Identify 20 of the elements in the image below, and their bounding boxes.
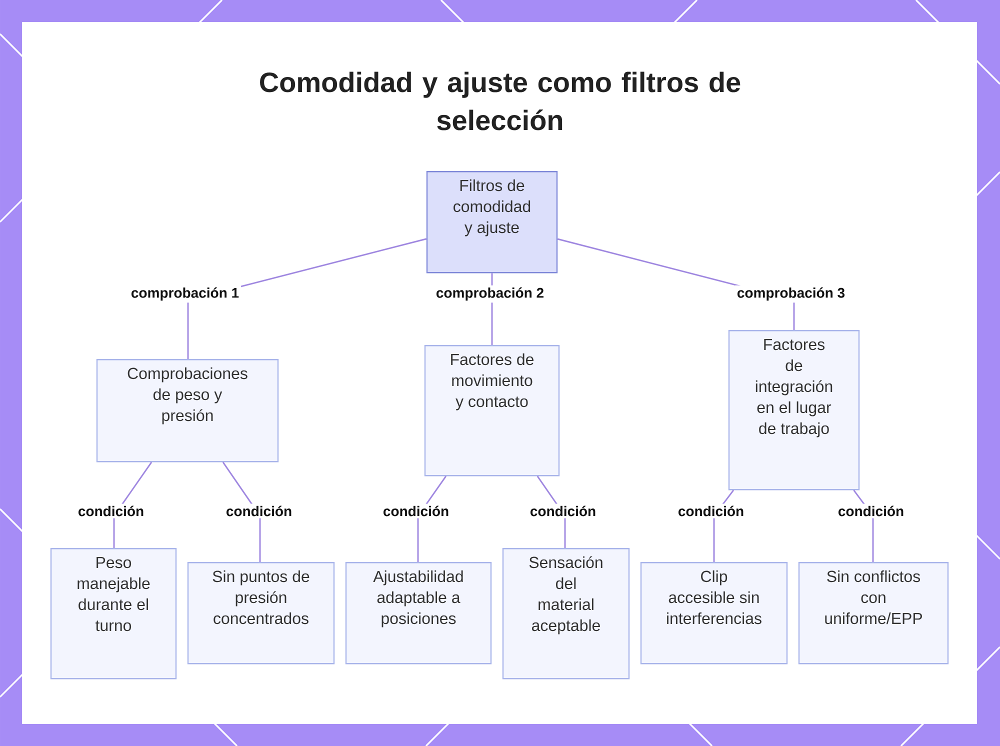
edge-label: condición	[224, 504, 294, 518]
leaf-box: Sin puntos de presión concentrados	[187, 562, 335, 664]
branch-box: Factores de integración en el lugar de trabajo	[728, 330, 860, 490]
edge-label: condición	[380, 504, 452, 518]
edge-label: condición	[836, 504, 906, 518]
edge-label: condición	[676, 504, 746, 518]
branch-box: Factores de movimiento y contacto	[424, 345, 560, 476]
root-box: Filtros de comodidad y ajuste	[426, 171, 558, 274]
leaf-box: Ajustabilidad adaptable a posiciones	[345, 562, 492, 664]
title: Comodidad y ajuste como filtros de selección	[260, 72, 740, 130]
leaf-box: Clip accesible sin interferencias	[640, 562, 788, 664]
leaf-box: Peso manejable durante el turno	[50, 548, 177, 680]
leaf-box: Sin conflictos con uniforme/EPP	[798, 562, 949, 664]
edge-label: comprobación 2	[434, 285, 546, 303]
edge-label: comprobación 1	[128, 285, 242, 303]
branch-box: Comprobaciones de peso y presión	[96, 359, 279, 462]
edge-label: comprobación 3	[734, 285, 848, 303]
leaf-box: Sensación del material aceptable	[502, 548, 630, 680]
edge-label: condición	[528, 504, 598, 518]
edge-label: condición	[76, 504, 146, 518]
